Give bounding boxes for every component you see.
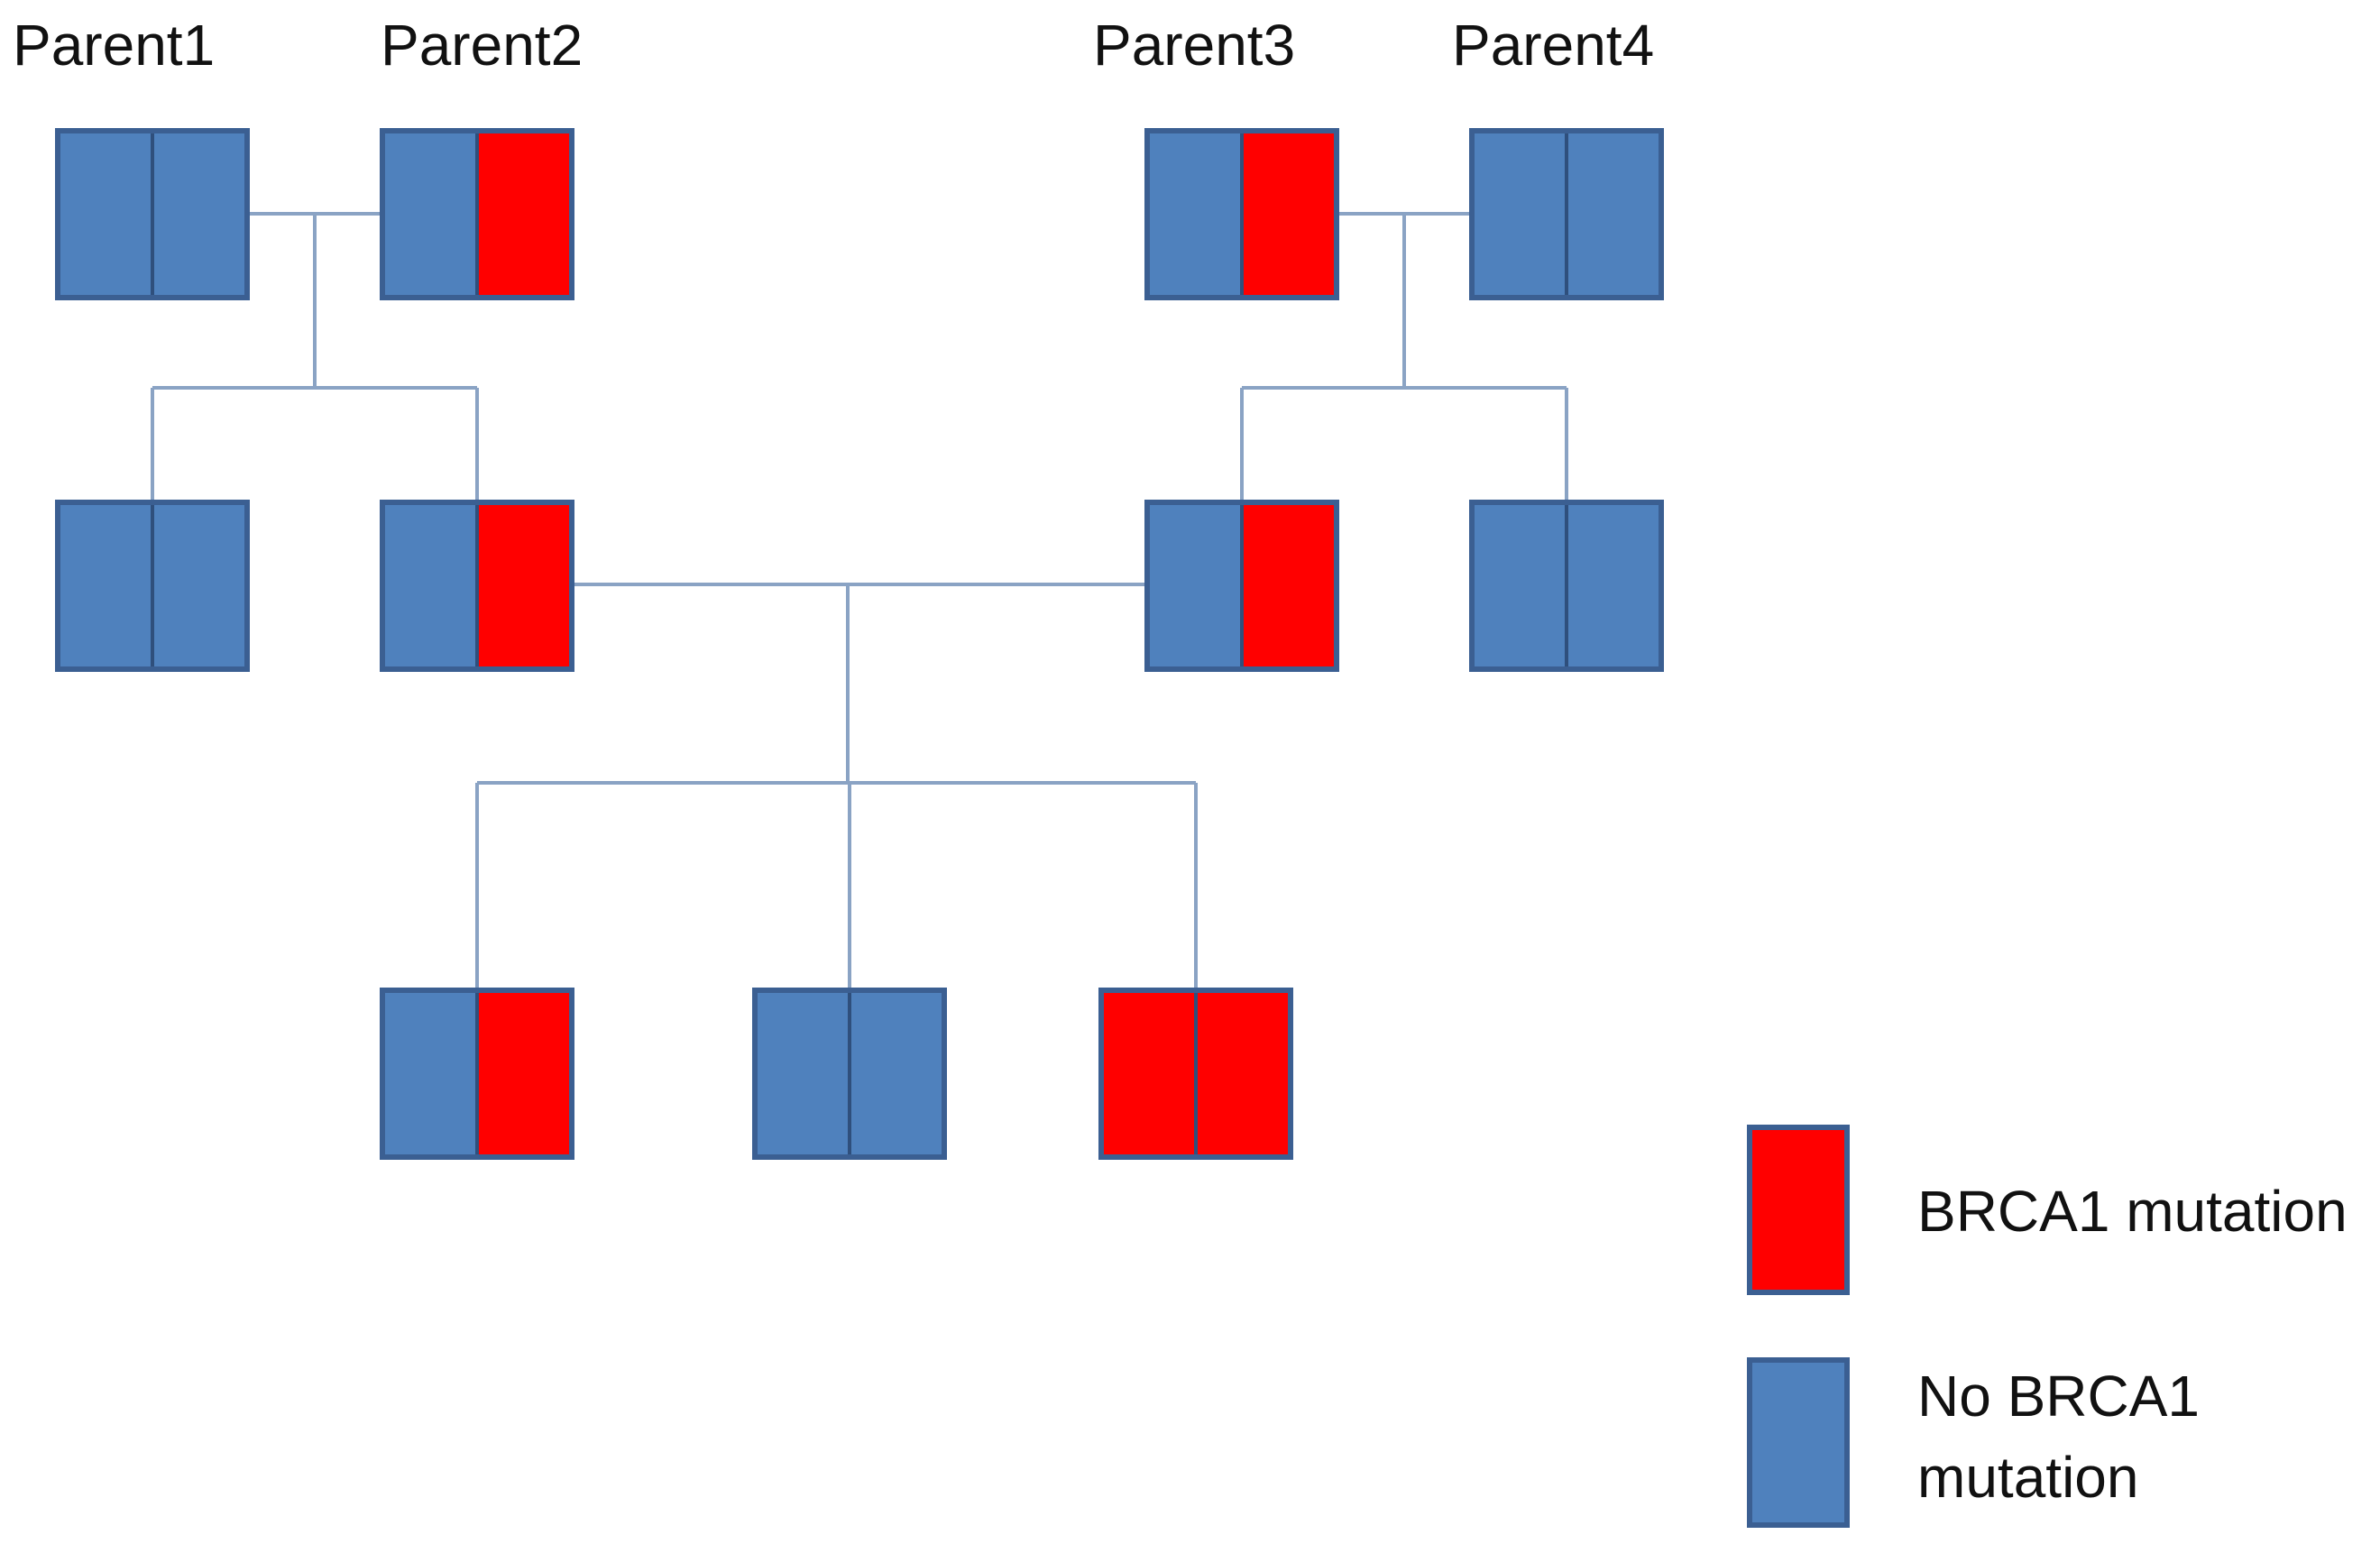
legend: BRCA1 mutation No BRCA1 mutation	[1747, 1125, 2348, 1528]
legend-mutation-swatch	[1747, 1125, 1850, 1295]
legend-swatch-normal	[1747, 1357, 1850, 1528]
individual-c4	[1469, 500, 1664, 672]
allele-mutation	[1242, 131, 1337, 298]
allele-mutation	[1242, 502, 1337, 669]
allele-normal	[58, 131, 152, 298]
legend-swatch-mutation	[1747, 1125, 1850, 1295]
parent2-label: Parent2	[381, 13, 583, 78]
individual-outline	[380, 988, 574, 1160]
pedigree-individuals	[55, 128, 1664, 1160]
individual-outline	[1469, 128, 1664, 300]
individual-outline	[752, 988, 947, 1160]
allele-normal	[850, 990, 944, 1157]
individual-outline	[380, 128, 574, 300]
individual-outline	[1469, 500, 1664, 672]
individual-p2	[380, 128, 574, 300]
legend-normal-label-line2: mutation	[1917, 1445, 2138, 1510]
allele-normal	[1472, 131, 1567, 298]
individual-c1	[55, 500, 250, 672]
allele-mutation	[1196, 990, 1291, 1157]
allele-normal	[1472, 502, 1567, 669]
individual-outline	[1144, 500, 1339, 672]
parent1-label: Parent1	[13, 13, 215, 78]
allele-normal	[382, 131, 477, 298]
allele-normal	[1147, 131, 1242, 298]
allele-mutation	[477, 990, 572, 1157]
individual-outline	[1144, 128, 1339, 300]
individual-p3	[1144, 128, 1339, 300]
allele-normal	[1147, 502, 1242, 669]
individual-g2	[752, 988, 947, 1160]
allele-mutation	[477, 131, 572, 298]
parent3-label: Parent3	[1093, 13, 1295, 78]
allele-normal	[755, 990, 850, 1157]
allele-normal	[382, 502, 477, 669]
legend-normal-label-line1: No BRCA1	[1917, 1364, 2200, 1429]
allele-normal	[1567, 502, 1661, 669]
legend-mutation-label: BRCA1 mutation	[1917, 1179, 2348, 1244]
individual-outline	[55, 500, 250, 672]
legend-normal-swatch	[1747, 1357, 1850, 1528]
allele-normal	[152, 502, 247, 669]
pedigree-links	[151, 212, 1568, 990]
parent-labels: Parent1 Parent2 Parent3 Parent4	[13, 13, 1654, 78]
individual-c3	[1144, 500, 1339, 672]
individual-c2	[380, 500, 574, 672]
individual-p4	[1469, 128, 1664, 300]
allele-normal	[382, 990, 477, 1157]
allele-mutation	[477, 502, 572, 669]
allele-mutation	[1101, 990, 1196, 1157]
allele-normal	[152, 131, 247, 298]
individual-p1	[55, 128, 250, 300]
individual-outline	[1098, 988, 1293, 1160]
individual-outline	[55, 128, 250, 300]
allele-normal	[58, 502, 152, 669]
parent4-label: Parent4	[1452, 13, 1654, 78]
individual-g1	[380, 988, 574, 1160]
individual-g3	[1098, 988, 1293, 1160]
individual-outline	[380, 500, 574, 672]
allele-normal	[1567, 131, 1661, 298]
